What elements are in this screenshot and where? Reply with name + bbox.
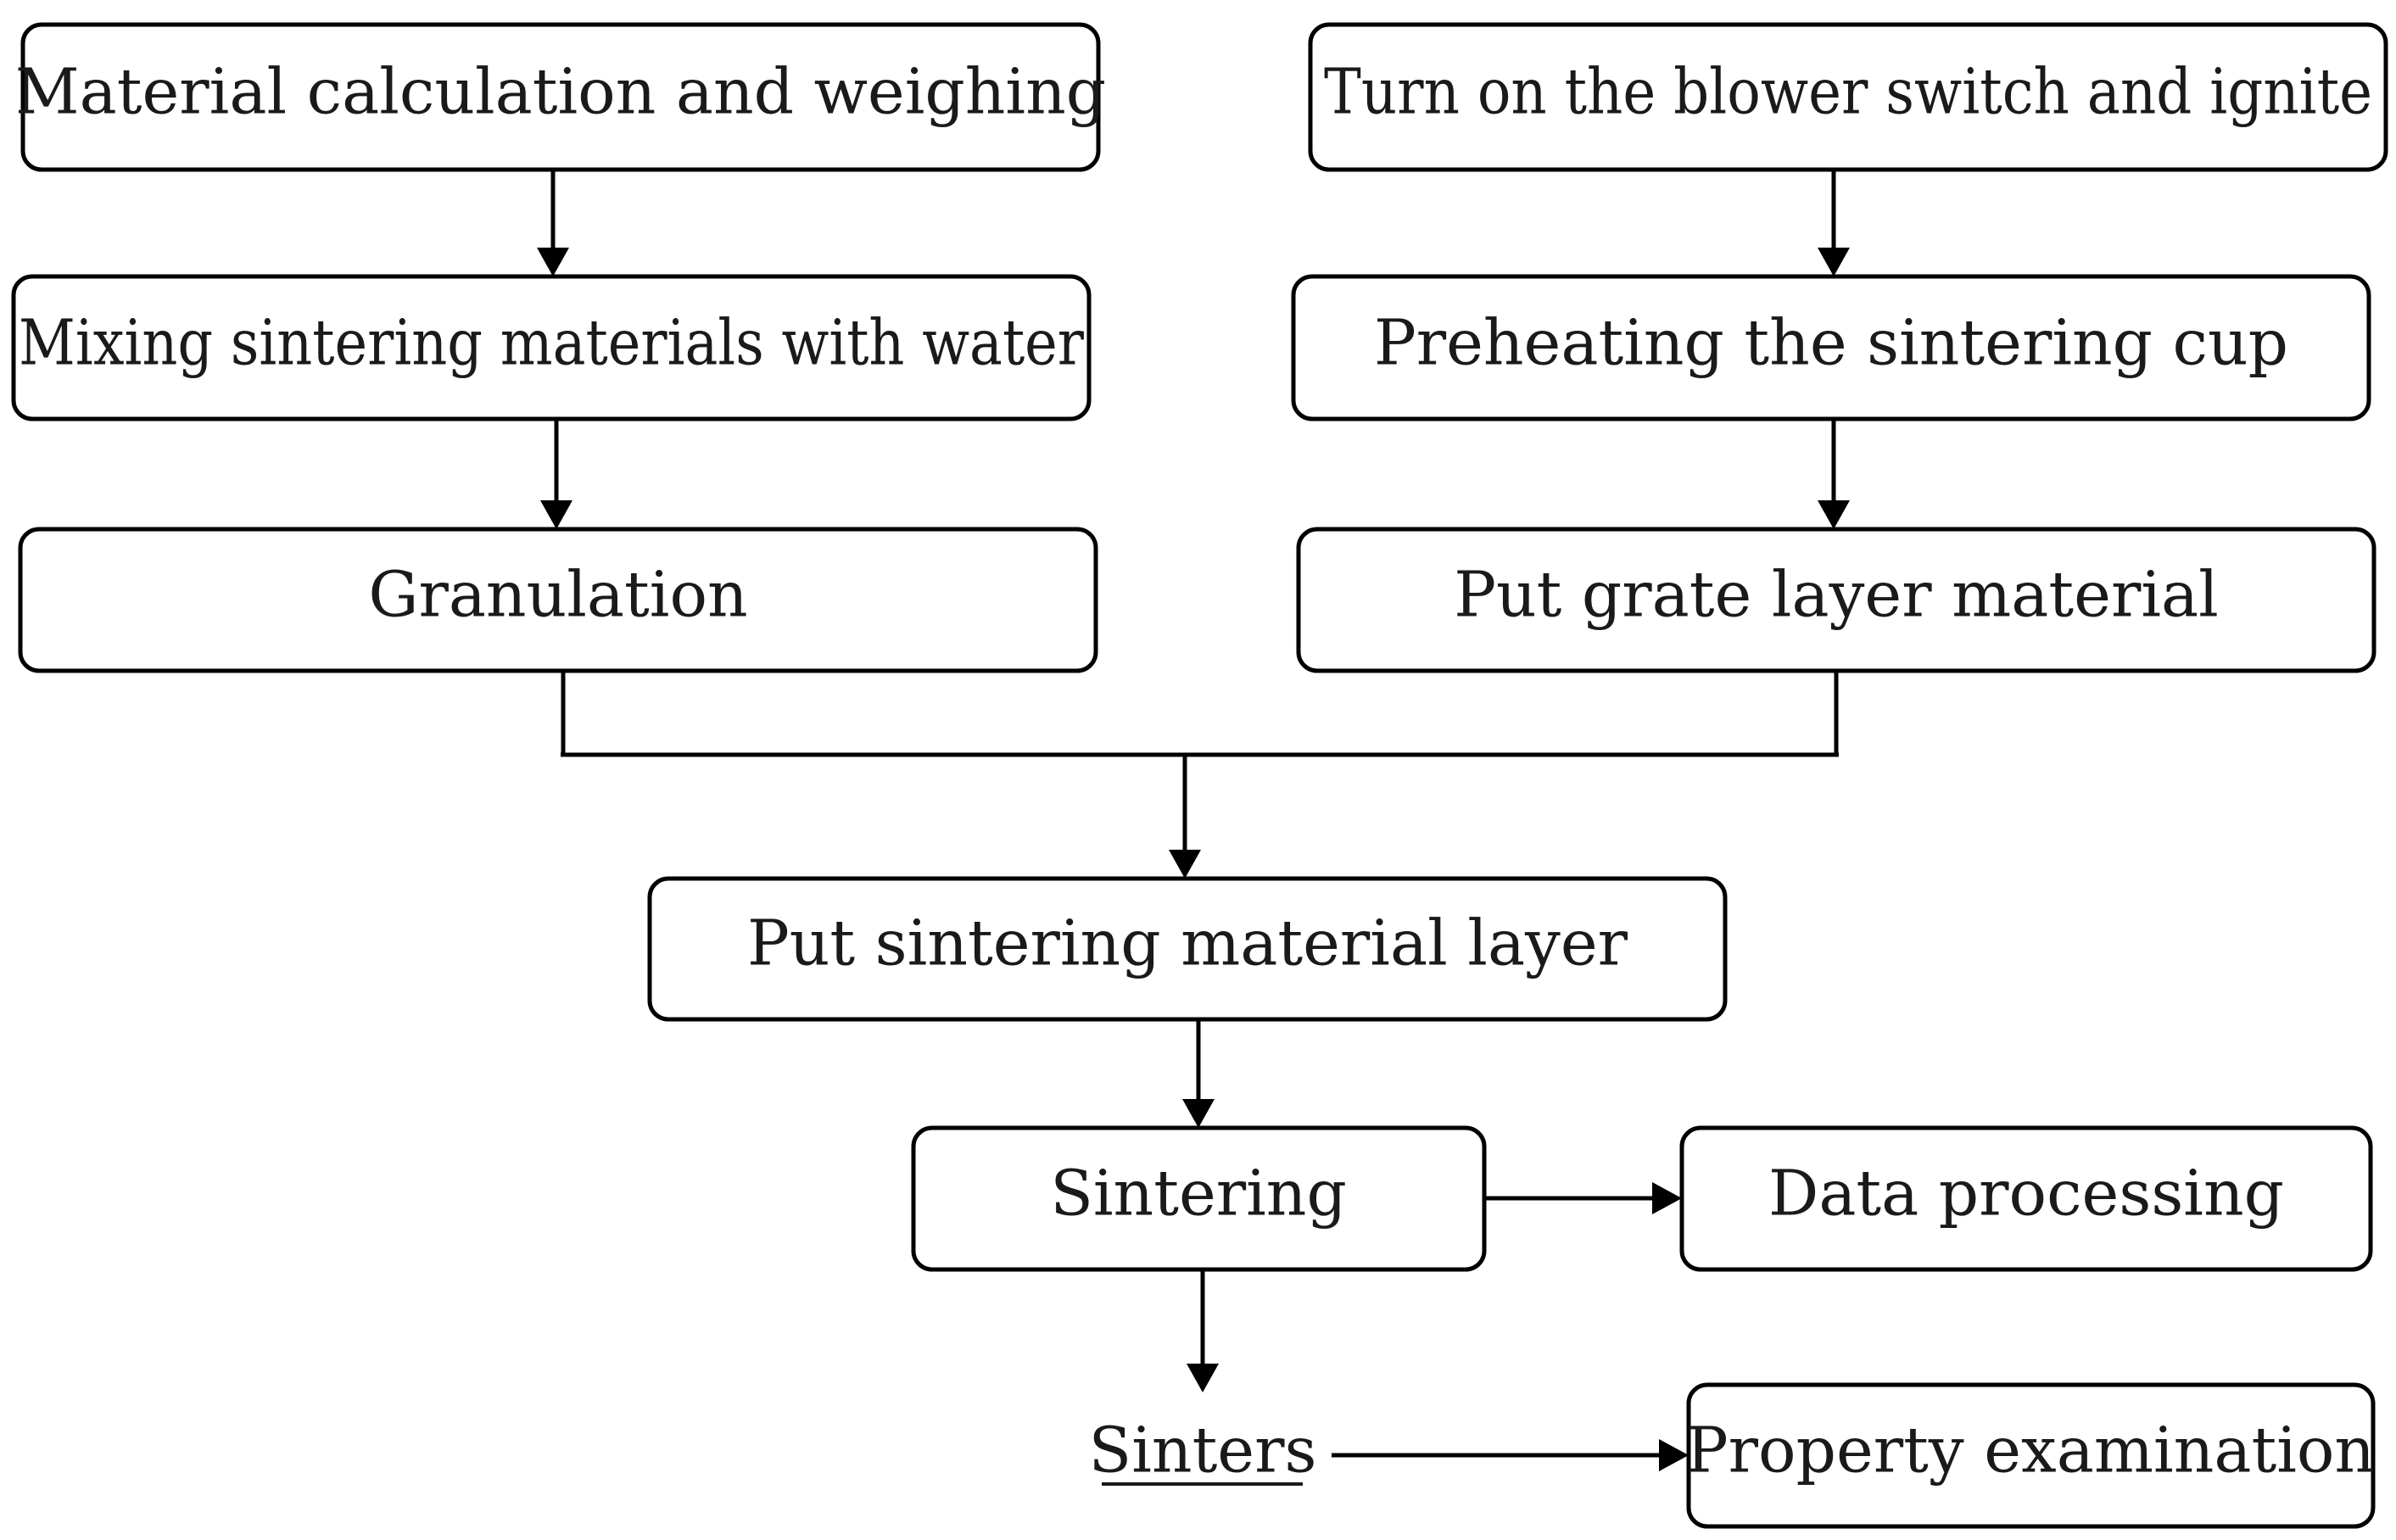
node-property-examination-label: Property examination — [1686, 1414, 2375, 1487]
node-mixing-label: Mixing sintering materials with water — [19, 306, 1085, 379]
merge-connector — [561, 671, 1839, 757]
arrow-sinters-to-property — [1332, 1439, 1689, 1471]
node-sintering: Sintering — [911, 1125, 1487, 1272]
node-data-processing-label: Data processing — [1768, 1157, 2284, 1230]
node-material-calculation: Material calculation and weighing — [15, 22, 1106, 172]
arrow-layer-to-sintering — [1182, 1019, 1215, 1128]
node-preheating-label: Preheating the sintering cup — [1374, 306, 2288, 379]
node-property-examination: Property examination — [1686, 1382, 2376, 1529]
node-sintering-label: Sintering — [1050, 1157, 1347, 1230]
node-granulation: Granulation — [18, 527, 1098, 673]
arrow-calc-to-mixing — [537, 170, 569, 276]
node-sinters: Sinters — [1089, 1414, 1317, 1487]
arrow-sintering-to-sinters — [1187, 1269, 1219, 1392]
arrow-sintering-to-data-processing — [1484, 1182, 1682, 1214]
node-preheating: Preheating the sintering cup — [1291, 274, 2371, 421]
node-blower-ignite: Turn on the blower switch and ignite — [1308, 22, 2388, 172]
node-sinters-label: Sinters — [1089, 1414, 1317, 1487]
arrow-mixing-to-granulation — [540, 419, 572, 529]
node-sintering-layer: Put sintering material layer — [647, 876, 1728, 1022]
arrow-preheating-to-grate — [1818, 419, 1850, 529]
arrow-blower-to-preheating — [1818, 170, 1850, 276]
node-sintering-layer-label: Put sintering material layer — [747, 907, 1628, 979]
node-grate-layer: Put grate layer material — [1296, 527, 2376, 673]
node-material-calculation-label: Material calculation and weighing — [15, 55, 1106, 128]
node-grate-layer-label: Put grate layer material — [1454, 558, 2219, 631]
node-granulation-label: Granulation — [368, 558, 747, 631]
node-mixing: Mixing sintering materials with water — [11, 274, 1092, 421]
node-data-processing: Data processing — [1679, 1125, 2373, 1272]
arrow-merge-to-sintering-layer — [1169, 755, 1201, 879]
node-blower-ignite-label: Turn on the blower switch and ignite — [1324, 55, 2372, 128]
